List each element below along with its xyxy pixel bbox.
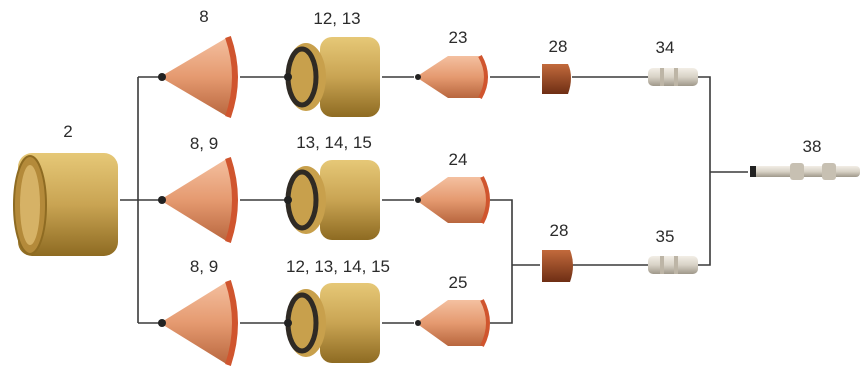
electrode-part-top [648, 68, 698, 86]
cap-label-bot: 12, 13, 14, 15 [286, 257, 390, 276]
nozzle-part-bot [415, 299, 490, 347]
shield-part-mid [158, 157, 238, 243]
electrode-part-bot [648, 256, 698, 274]
shield-label-mid: 8, 9 [190, 134, 218, 153]
nozzle-label-mid: 24 [449, 150, 468, 169]
cap-part-mid [284, 160, 380, 240]
cap-part-bot [284, 283, 380, 363]
shield-part-top [158, 36, 238, 118]
nozzle-label-bot: 25 [449, 273, 468, 292]
connector-lines [120, 76, 748, 324]
swirl-ring-part-bot [542, 250, 573, 282]
shield-part-bot [158, 280, 238, 366]
swirl-ring-part-top [542, 64, 571, 94]
retaining-cap-label: 2 [63, 122, 72, 141]
tube-part [750, 163, 860, 180]
shield-label-top: 8 [199, 7, 208, 26]
swirl-ring-label-top: 28 [549, 37, 568, 56]
nozzle-label-top: 23 [449, 28, 468, 47]
shield-label-bot: 8, 9 [190, 257, 218, 276]
nozzle-part-mid [415, 176, 490, 224]
electrode-label-bot: 35 [656, 227, 675, 246]
cap-part-top [284, 37, 380, 117]
cap-label-mid: 13, 14, 15 [296, 133, 372, 152]
cap-label-top: 12, 13 [313, 9, 360, 28]
electrode-label-top: 34 [656, 38, 675, 57]
nozzle-part-top [415, 55, 488, 99]
retaining-cap-part [13, 153, 118, 256]
swirl-ring-label-bot: 28 [550, 221, 569, 240]
tube-label: 38 [803, 137, 822, 156]
